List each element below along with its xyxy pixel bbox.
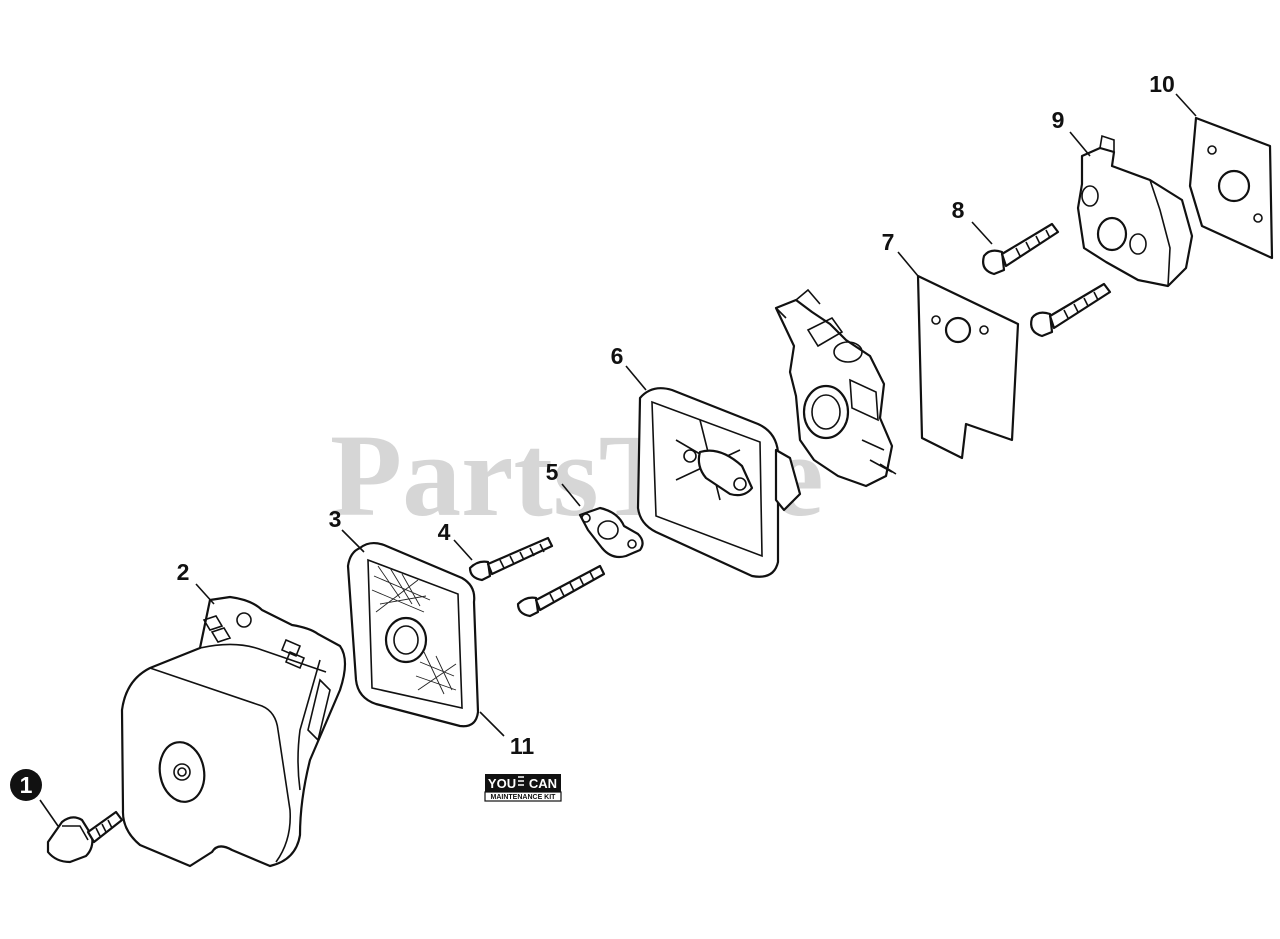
part-6-filter-housing[interactable] — [636, 387, 802, 578]
callouts: 1 2 3 4 5 6 7 8 9 10 11 — [10, 71, 1175, 801]
kit-you: YOU — [488, 776, 516, 791]
maintenance-kit-logo: YOU CAN MAINTENANCE KIT — [484, 774, 562, 802]
callout-7[interactable]: 7 — [882, 229, 895, 255]
callout-11[interactable]: 11 — [510, 733, 535, 759]
callout-1-badge[interactable]: 1 — [10, 769, 42, 801]
callout-2[interactable]: 2 — [177, 559, 190, 585]
callout-9[interactable]: 9 — [1052, 107, 1065, 133]
carburetor[interactable] — [774, 288, 897, 488]
part-8-bolts[interactable] — [982, 222, 1112, 338]
part-10-gasket[interactable] — [1188, 116, 1274, 260]
callout-4[interactable]: 4 — [438, 519, 451, 545]
kit-wrench-icon — [518, 776, 524, 786]
kit-caption: MAINTENANCE KIT — [491, 794, 557, 801]
part-5-plate[interactable] — [578, 506, 644, 559]
part-11-filter-element[interactable] — [371, 565, 457, 695]
part-3-filter-frame[interactable] — [346, 541, 480, 728]
part-9-insulator[interactable] — [1076, 134, 1194, 288]
callout-5[interactable]: 5 — [546, 459, 559, 485]
callout-10[interactable]: 10 — [1149, 71, 1175, 97]
part-7-gasket[interactable] — [916, 274, 1020, 460]
part-4-bolts[interactable] — [468, 536, 606, 618]
kit-can: CAN — [529, 776, 557, 791]
part-2-air-cleaner-cover[interactable] — [120, 595, 347, 868]
callout-3[interactable]: 3 — [329, 506, 342, 532]
leader-lines — [39, 93, 1197, 827]
callout-8[interactable]: 8 — [952, 197, 965, 223]
callout-1: 1 — [20, 772, 33, 798]
part-1-knob-screw[interactable] — [46, 810, 124, 864]
callout-6[interactable]: 6 — [611, 343, 624, 369]
